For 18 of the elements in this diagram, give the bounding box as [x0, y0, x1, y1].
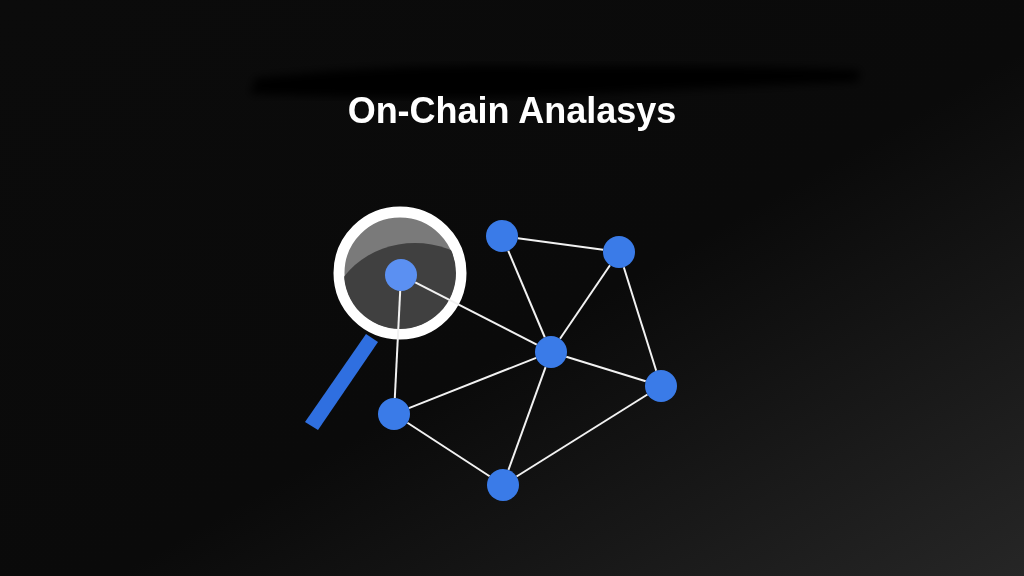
connector-line	[622, 266, 658, 372]
connector-line	[407, 356, 538, 410]
circle-node	[486, 220, 518, 252]
circle-node	[535, 336, 567, 368]
connector-line	[515, 393, 649, 478]
title: On-Chain Analasys	[346, 89, 678, 133]
connector-line	[559, 264, 611, 340]
connector-line	[516, 237, 605, 251]
connector-line	[393, 290, 402, 399]
connector-line	[565, 355, 647, 383]
circle-node	[378, 398, 410, 430]
circle-node	[603, 236, 635, 268]
circle-node	[487, 469, 519, 501]
circle-node	[645, 370, 677, 402]
connector-line	[414, 281, 538, 346]
connector-line	[406, 421, 491, 478]
connector-line	[507, 249, 546, 339]
connector-line	[507, 366, 547, 471]
